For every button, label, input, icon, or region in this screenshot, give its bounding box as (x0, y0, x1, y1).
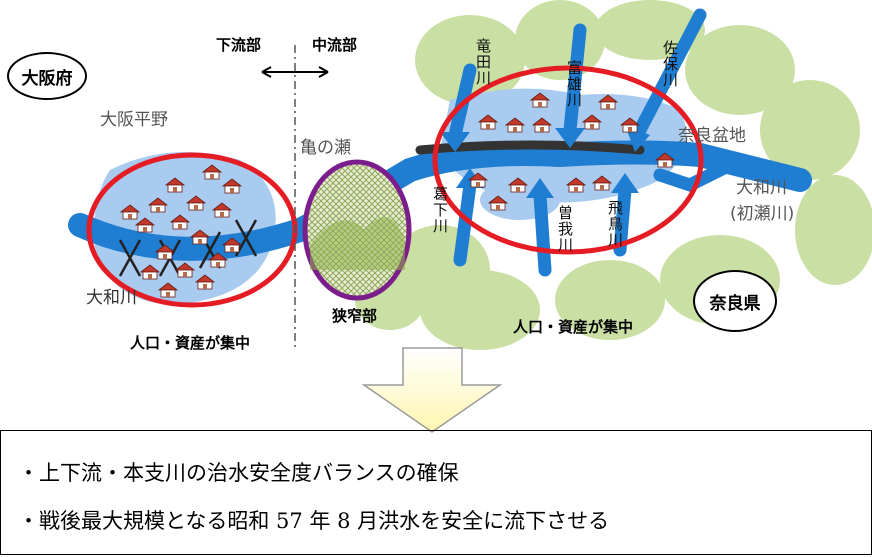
yamato-river-west-label: 大和川 (86, 288, 137, 308)
downstream-label: 下流部 (216, 36, 262, 54)
tatsuta-river-label: 竜田川 (474, 38, 492, 86)
info-box (0, 430, 872, 555)
katsuge-river-label: 葛下川 (431, 186, 449, 234)
down-arrow (361, 347, 503, 433)
kamenose-label: 亀の瀬 (300, 138, 351, 158)
concentration-label-nara: 人口・資産が集中 (513, 318, 634, 336)
nara-prefecture-label: 奈良県 (693, 270, 777, 332)
soga-river-label: 曽我川 (556, 205, 574, 253)
hatsuse-river-label: (初瀬川) (730, 204, 795, 224)
narrow-part-label: 狭窄部 (332, 307, 378, 325)
nara-basin-label: 奈良盆地 (678, 126, 746, 146)
info-line-1: ・上下流・本支川の治水安全度バランスの確保 (18, 461, 459, 485)
saho-river-label: 佐保川 (661, 40, 679, 88)
osaka-prefecture-label: 大阪府 (7, 52, 87, 100)
double-arrow (261, 66, 329, 78)
tomio-river-label: 富雄川 (565, 60, 583, 108)
tributary-arrows (448, 8, 747, 277)
yamato-river-east-label: 大和川 (736, 178, 787, 198)
concentration-label-osaka: 人口・資産が集中 (130, 334, 251, 352)
info-line-2: ・戦後最大規模となる昭和 57 年 8 月洪水を安全に流下させる (18, 509, 610, 533)
midstream-label: 中流部 (312, 36, 358, 54)
asuka-river-label: 飛鳥川 (606, 200, 624, 248)
narrow-part-hills (310, 217, 405, 270)
concentration-circle-nara (432, 65, 704, 255)
osaka-plain-label: 大阪平野 (100, 110, 168, 130)
